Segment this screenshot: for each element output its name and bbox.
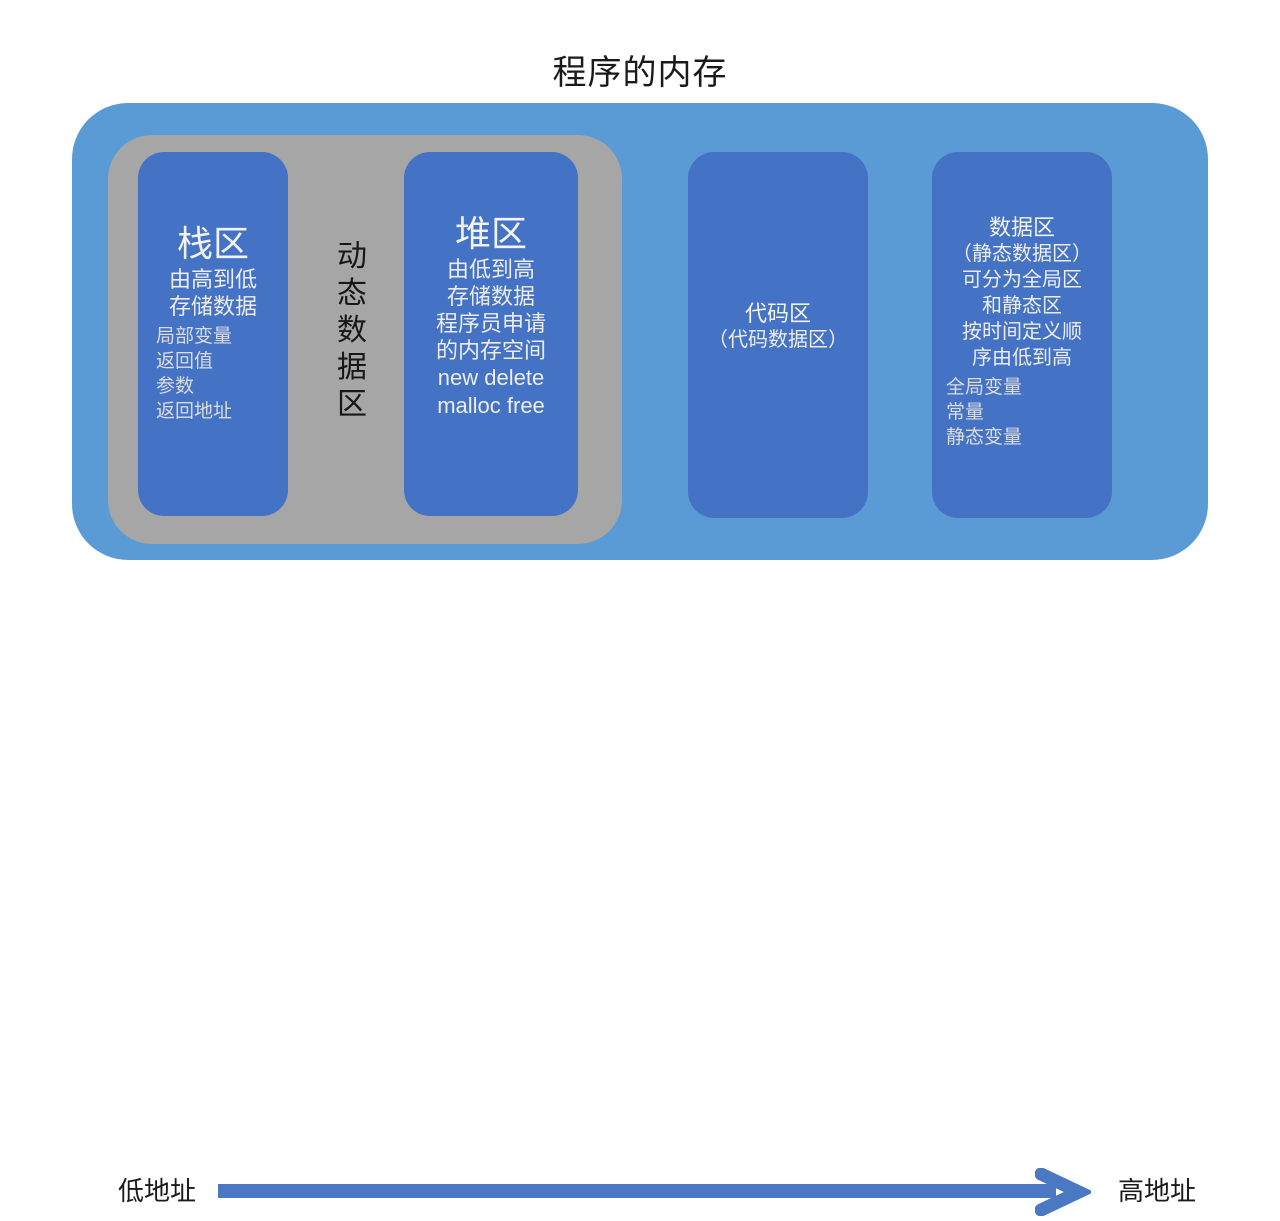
heap-subtitle-4: 的内存空间 <box>435 338 546 363</box>
slide-canvas: 程序的内存 栈区 由高到低 存储数据 局部变量 返回值 参数 返回地址 动 态 … <box>0 54 1280 1217</box>
stack-item: 返回地址 <box>156 401 233 422</box>
address-arrow-line <box>218 1184 1056 1198</box>
heap-region-box[interactable]: 堆区 由低到高 存储数据 程序员申请 的内存空间 new delete mall… <box>404 152 578 516</box>
code-region-text: 代码区 （代码数据区） <box>688 300 868 353</box>
data-item: 静态变量 <box>946 427 1023 448</box>
data-item: 全局变量 <box>946 377 1023 398</box>
data-subtitle-4: 按时间定义顺 <box>962 321 1082 343</box>
code-subtitle: （代码数据区） <box>708 329 848 351</box>
data-item: 常量 <box>946 402 985 423</box>
dynamic-label-char: 动 <box>337 240 367 273</box>
data-region-box[interactable]: 数据区 （静态数据区） 可分为全局区 和静态区 按时间定义顺 序由低到高 全局变… <box>932 152 1112 518</box>
code-heading: 代码区 <box>744 301 811 326</box>
page-title: 程序的内存 <box>552 54 728 92</box>
heap-api-line: new delete <box>437 365 545 390</box>
stack-item: 返回值 <box>156 351 214 372</box>
dynamic-data-area-label: 动 态 数 据 区 <box>330 238 374 423</box>
stack-heading: 栈区 <box>176 223 249 264</box>
heap-subtitle-1: 由低到高 <box>446 257 535 282</box>
stack-region-text: 栈区 由高到低 存储数据 局部变量 返回值 参数 返回地址 <box>138 222 288 424</box>
stack-subtitle-2: 存储数据 <box>168 294 257 319</box>
data-subtitle-1: （静态数据区） <box>952 243 1092 265</box>
data-subtitle-5: 序由低到高 <box>972 347 1072 369</box>
heap-api-line: malloc free <box>437 393 545 418</box>
heap-heading: 堆区 <box>454 213 527 254</box>
data-subtitle-3: 和静态区 <box>982 295 1062 317</box>
low-address-label: 低地址 <box>118 1176 197 1206</box>
dynamic-label-char: 据 <box>337 351 367 384</box>
stack-region-box[interactable]: 栈区 由高到低 存储数据 局部变量 返回值 参数 返回地址 <box>138 152 288 516</box>
code-region-box[interactable]: 代码区 （代码数据区） <box>688 152 868 518</box>
data-heading: 数据区 <box>988 215 1055 240</box>
heap-subtitle-2: 存储数据 <box>446 284 535 309</box>
dynamic-label-char: 区 <box>337 388 367 421</box>
data-item-list: 全局变量 常量 静态变量 <box>932 375 1112 450</box>
dynamic-label-char: 数 <box>337 314 367 347</box>
stack-item: 局部变量 <box>156 326 233 347</box>
dynamic-label-char: 态 <box>337 277 367 310</box>
data-subtitle-2: 可分为全局区 <box>962 269 1082 291</box>
data-region-text: 数据区 （静态数据区） 可分为全局区 和静态区 按时间定义顺 序由低到高 全局变… <box>932 214 1112 450</box>
heap-region-text: 堆区 由低到高 存储数据 程序员申请 的内存空间 new delete mall… <box>404 212 578 420</box>
arrow-right-icon <box>1034 1167 1095 1221</box>
address-axis: 低地址 高地址 <box>0 580 1280 1217</box>
stack-item: 参数 <box>156 376 195 397</box>
high-address-label: 高地址 <box>1118 1176 1197 1206</box>
heap-subtitle-3: 程序员申请 <box>435 311 546 336</box>
stack-subtitle-1: 由高到低 <box>168 267 257 292</box>
stack-item-list: 局部变量 返回值 参数 返回地址 <box>138 324 288 424</box>
